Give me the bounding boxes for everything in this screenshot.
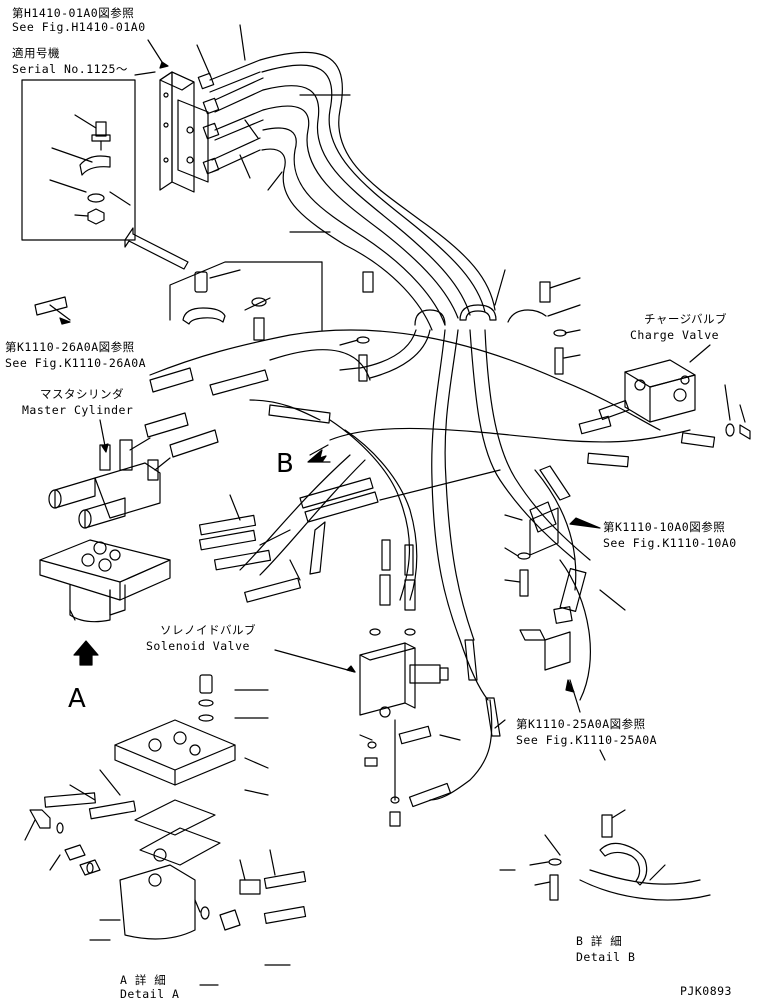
ref-k1110-26-en: See Fig.K1110-26A0A	[5, 356, 147, 370]
solenoid-valve	[275, 540, 460, 826]
right-bracket-valve	[520, 569, 625, 712]
ref-k1110-25-en: See Fig.K1110-25A0A	[516, 733, 658, 747]
drawing-code: PJK0893	[680, 984, 732, 998]
inset-pointer-arrow	[125, 228, 188, 269]
ref-h1410-en: See Fig.H1410-01A0	[12, 20, 146, 34]
ref-k1110-26-jp: 第K1110-26A0A図参照	[5, 340, 135, 354]
upper-hose-bundle	[197, 25, 495, 330]
detail-b-en: Detail B	[576, 950, 636, 964]
master-cylinder-en: Master Cylinder	[22, 403, 134, 417]
serial-jp: 適用号機	[12, 46, 60, 60]
charge-valve	[579, 345, 750, 467]
detail-a-exploded	[25, 675, 306, 985]
reference-leaders	[35, 297, 605, 760]
master-cylinder-jp: マスタシリンダ	[40, 387, 124, 401]
solenoid-valve-jp: ソレノイドバルブ	[160, 623, 256, 637]
marker-b: B	[276, 449, 294, 479]
ref-k1110-25-jp: 第K1110-25A0A図参照	[516, 717, 646, 731]
serial-en: Serial No.1125～	[12, 62, 128, 76]
guarded-hoses	[210, 370, 570, 736]
right-clamp	[505, 508, 600, 596]
main-hose-runs	[150, 330, 690, 800]
arrow-b	[308, 445, 330, 462]
upper-manifold	[148, 40, 208, 192]
ref-k1110-10-en: See Fig.K1110-10A0	[603, 536, 737, 550]
serial-inset-box	[22, 72, 155, 240]
center-clamps	[340, 270, 580, 381]
clamp-detail-area	[170, 262, 322, 340]
master-cylinder	[49, 368, 218, 528]
detail-b	[500, 810, 710, 900]
orbit-valve	[40, 495, 300, 622]
ref-h1410-jp: 第H1410-01A0図参照	[12, 6, 135, 20]
arrow-a	[74, 641, 98, 665]
detail-a-en: Detail A	[120, 987, 180, 1001]
detail-b-jp: B 詳 細	[576, 934, 623, 948]
charge-valve-en: Charge Valve	[630, 328, 720, 342]
solenoid-valve-en: Solenoid Valve	[146, 639, 250, 653]
marker-a: A	[68, 684, 86, 714]
charge-valve-jp: チャージバルブ	[644, 312, 727, 326]
ref-k1110-10-jp: 第K1110-10A0図参照	[603, 520, 726, 534]
detail-a-jp: A 詳 細	[120, 973, 167, 987]
